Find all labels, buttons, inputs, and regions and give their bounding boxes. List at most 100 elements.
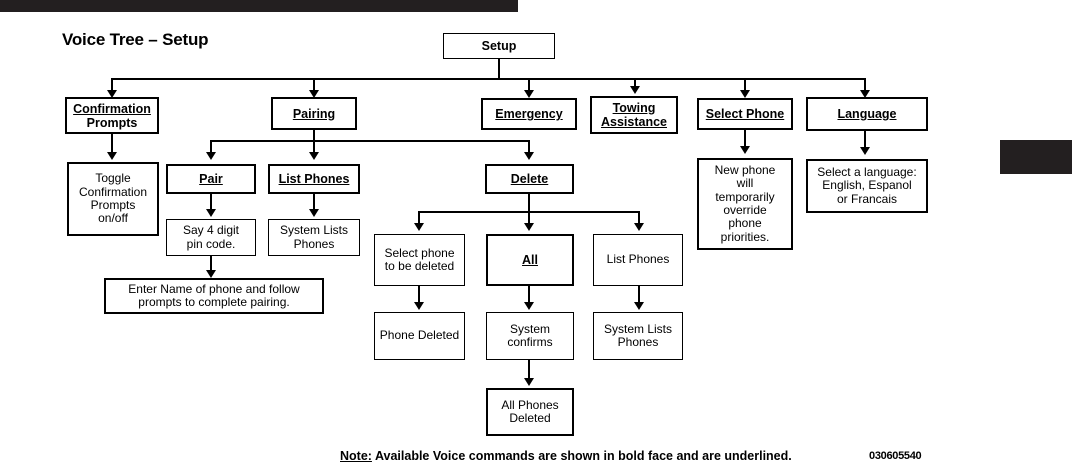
select-phone-delete-line-2: to be deleted [384,259,455,273]
node-say-pin: Say 4 digit pin code. [166,219,256,256]
connector-pair-to-pin [210,194,212,211]
connector-setup-down [498,59,500,79]
arrow-say-pin [206,209,216,217]
arrow-select-phone [740,90,750,98]
node-new-phone-override: New phone will temporarily override phon… [697,158,793,250]
arrow-language [860,90,870,98]
footer-note-text: Available Voice commands are shown in bo… [371,449,792,463]
node-language: Language [806,97,928,131]
node-setup: Setup [443,33,555,59]
node-system-confirms: System confirms [486,312,574,360]
connector-drop-language [864,78,866,92]
phone-deleted-text: Phone Deleted [379,328,460,343]
toggle-line-1: Toggle [95,171,131,186]
node-all-phones-deleted: All Phones Deleted [486,388,574,436]
new-phone-line-2: will [736,176,754,191]
enter-name-line-2: prompts to complete pairing. [138,295,290,309]
node-system-lists-phones-delete: System Lists Phones [593,312,683,360]
connector-drop-select-phone [744,78,746,92]
arrow-toggle-confirmation [107,152,117,160]
node-select-phone-to-be-deleted: Select phone to be deleted [374,234,465,286]
node-towing-assistance: Towing Assistance [590,96,678,134]
arrow-all [524,223,534,231]
arrow-emergency [524,90,534,98]
node-list-phones-pairing: List Phones [268,164,360,194]
connector-pairing-down [313,130,315,141]
new-phone-line-4: override [723,203,767,217]
node-emergency: Emergency [481,98,577,130]
arrow-system-lists-phones-delete [634,302,644,310]
arrow-select-phone-delete [414,223,424,231]
connector-selectphone-to-phonedeleted [418,286,420,304]
node-enter-name: Enter Name of phone and follow prompts t… [104,278,324,314]
new-phone-line-3: temporarily [715,189,775,204]
arrow-confirmation [107,90,117,98]
connector-drop-pair [210,140,212,154]
node-confirmation-prompts: Confirmation Prompts [65,97,159,134]
node-select-language: Select a language: English, Espanol or F… [806,159,928,213]
sysl-delete-line-1: System Lists [603,321,672,336]
select-language-line-1: Select a language: [817,164,917,179]
connector-listphonesdel-to-systemlists [638,286,640,304]
system-confirms-line-1: System [509,321,550,336]
arrow-list-phones-pairing [309,152,319,160]
connector-drop-delete [528,140,530,154]
arrow-pairing [309,90,319,98]
connector-language-to-selectlanguage [864,131,866,149]
connector-drop-list-phones-pairing [313,140,315,154]
node-system-lists-phones-pairing: System Lists Phones [268,219,360,256]
connector-pin-to-entername [210,256,212,272]
new-phone-line-6: priorities. [720,229,770,244]
connector-drop-towing [634,78,636,88]
arrow-towing [630,86,640,94]
toggle-line-2: Confirmation [78,184,148,199]
top-black-bar [0,0,518,12]
node-pair: Pair [166,164,256,194]
footer-note-label: Note: [340,449,372,463]
node-list-phones-delete: List Phones [593,234,683,286]
footer-note: Note: Available Voice commands are shown… [340,449,792,463]
arrow-system-lists-phones-pairing [309,209,319,217]
connector-drop-emergency [528,78,530,92]
arrow-enter-name [206,270,216,278]
connector-drop-list-phones-delete [638,211,640,225]
select-language-line-3: or Francais [836,191,898,206]
select-language-line-2: English, Espanol [822,178,912,193]
sysl-pairing-line-1: System Lists [279,223,348,238]
arrow-all-phones-deleted [524,378,534,386]
connector-bus-level1 [111,78,866,80]
node-select-phone: Select Phone [697,98,793,130]
node-phone-deleted: Phone Deleted [374,312,465,360]
page-title: Voice Tree – Setup [62,30,209,49]
all-phones-deleted-line-2: Deleted [509,411,551,425]
document-code: 030605540 [869,450,922,462]
right-edge-section-tab [1000,140,1072,174]
connector-drop-confirmation [111,78,113,92]
connector-systemconfirms-to-allphonesdeleted [528,360,530,380]
say-pin-line-2: pin code. [186,236,236,251]
select-phone-delete-line-1: Select phone [384,245,455,260]
sysl-delete-line-2: Phones [617,335,659,349]
connector-selectphone-to-newphone [744,130,746,148]
say-pin-line-1: Say 4 digit [182,223,240,238]
new-phone-line-1: New phone [714,162,776,177]
node-pairing: Pairing [271,97,357,130]
connector-listphones-to-systemlists [313,194,315,211]
arrow-phone-deleted [414,302,424,310]
connector-confirmation-to-toggle [111,134,113,154]
connector-all-to-systemconfirms [528,286,530,304]
connector-drop-pairing [313,78,315,92]
arrow-pair [206,152,216,160]
connector-delete-down [528,194,530,212]
arrow-new-phone-override [740,146,750,154]
new-phone-line-5: phone [728,216,762,231]
sysl-pairing-line-2: Phones [293,236,335,251]
connector-bus-pairing [210,140,530,142]
toggle-line-3: Prompts [90,198,136,212]
node-toggle-confirmation-prompts: Toggle Confirmation Prompts on/off [67,162,159,236]
node-delete: Delete [485,164,574,194]
toggle-line-4: on/off [98,211,128,226]
connector-drop-select-phone-delete [418,211,420,225]
arrow-list-phones-delete [634,223,644,231]
